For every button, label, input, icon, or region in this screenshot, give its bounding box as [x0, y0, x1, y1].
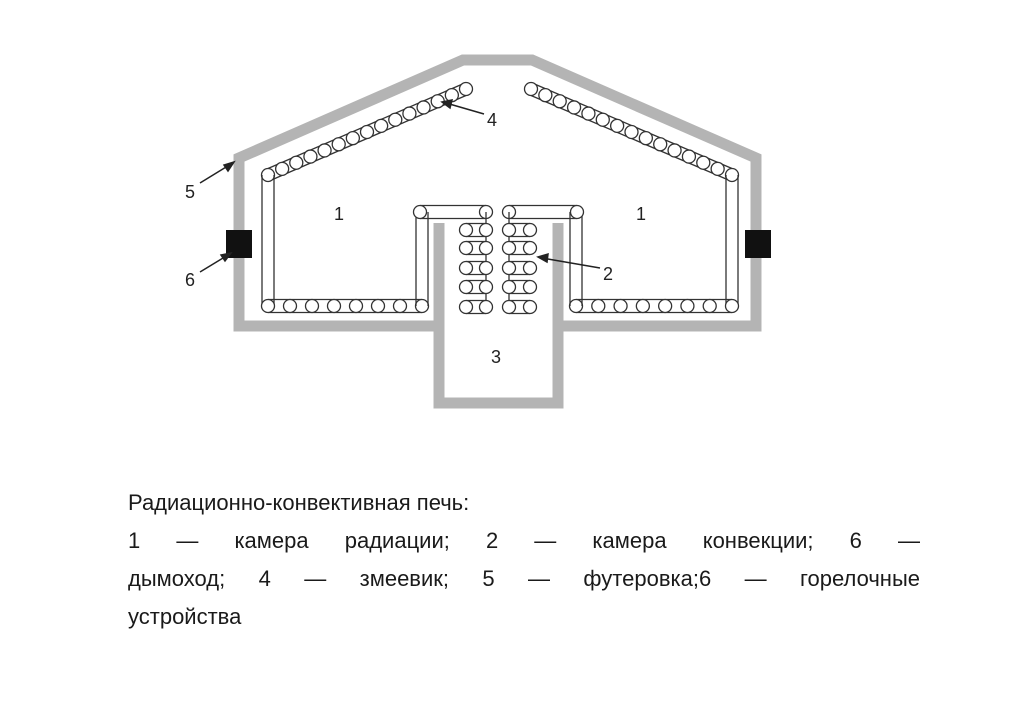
- coil-tube: [458, 222, 474, 238]
- coil-tube: [702, 298, 717, 314]
- coil-tube: [458, 279, 474, 295]
- coil-tube: [478, 299, 494, 315]
- coil-tube: [566, 100, 582, 115]
- coil-tube: [458, 299, 474, 315]
- coil-tube: [501, 240, 517, 256]
- coil-tube: [304, 298, 320, 314]
- coil-tube: [331, 137, 346, 152]
- coil-tube: [282, 298, 298, 314]
- coil-tube: [538, 87, 553, 103]
- coil-tube: [724, 298, 740, 314]
- coil-tube: [522, 240, 538, 256]
- coil-tube: [260, 298, 276, 314]
- coil-tube: [591, 298, 606, 314]
- coil-tube: [274, 161, 290, 177]
- coil-tube: [348, 298, 364, 314]
- coil-tube: [724, 167, 740, 183]
- caption-line: дымоход; 4 — змеевик; 5 — футеровка;6 — …: [128, 566, 920, 591]
- coil-tube: [303, 149, 318, 164]
- coil-tube: [522, 260, 538, 276]
- coil-tube: [501, 299, 517, 315]
- coil-tube: [681, 149, 697, 164]
- coil-tube: [359, 124, 375, 140]
- furnace-diagram: 1 1 2 3 4 5 6: [185, 54, 771, 409]
- label-radiation-right: 1: [636, 204, 646, 224]
- coil-tube: [595, 112, 610, 127]
- coil-tube: [392, 298, 408, 314]
- coil-tube: [624, 124, 639, 140]
- coil-tube: [478, 279, 494, 295]
- coil-tube: [653, 137, 668, 152]
- coil-tube: [522, 222, 538, 238]
- coil-tube: [501, 222, 517, 238]
- coil-tube: [613, 298, 628, 314]
- coil-tube: [412, 204, 428, 220]
- coil-tube: [522, 279, 538, 295]
- coil-tube: [552, 94, 567, 109]
- caption-line: 1 — камера радиации; 2 — камера конвекци…: [128, 528, 920, 553]
- caption-line: устройства: [128, 604, 242, 629]
- coil-tube: [326, 298, 342, 314]
- label-coil: 4: [487, 110, 497, 130]
- coil-tubes: [260, 81, 740, 315]
- coil-tube: [581, 106, 596, 121]
- coil-tube: [501, 260, 517, 276]
- coil-tube: [609, 118, 625, 134]
- coil-tube: [317, 143, 332, 158]
- coil-tube: [522, 299, 538, 315]
- coil-tube: [289, 155, 304, 170]
- coil-tube: [667, 143, 682, 158]
- coil-tube: [478, 222, 494, 238]
- coil-tube: [414, 298, 430, 314]
- coil-tube: [569, 204, 585, 220]
- label-chimney: 3: [491, 347, 501, 367]
- coil-tube: [657, 298, 673, 314]
- coil-tube: [373, 118, 389, 134]
- coil-tube: [523, 81, 539, 97]
- coil-tube: [478, 260, 494, 276]
- coil-tube: [638, 130, 654, 146]
- coil-tube: [402, 106, 417, 121]
- caption-title: Радиационно-конвективная печь:: [128, 490, 470, 515]
- coil-tube: [458, 240, 474, 256]
- label-lining: 5: [185, 182, 195, 202]
- coil-tube: [710, 161, 725, 177]
- coil-tube: [696, 155, 711, 170]
- coil-tube: [501, 279, 517, 295]
- label-convection: 2: [603, 264, 613, 284]
- figure-caption: Радиационно-конвективная печь: 1 — камер…: [128, 484, 920, 636]
- label-arrows: [199, 99, 601, 273]
- coil-tube: [680, 298, 695, 314]
- coil-tube: [260, 167, 276, 183]
- coil-tube: [478, 240, 494, 256]
- coil-tube: [458, 260, 474, 276]
- coil-tube: [635, 298, 651, 314]
- burner-right: [745, 230, 771, 258]
- coil-tube: [345, 130, 361, 146]
- coil-tube: [416, 100, 431, 115]
- label-burner: 6: [185, 270, 195, 290]
- coil-tube: [388, 112, 403, 127]
- coil-tube: [568, 298, 584, 314]
- coil-tube: [370, 298, 386, 314]
- coil-tube: [458, 81, 474, 97]
- furnace-lining-wall: [233, 54, 762, 409]
- label-radiation-left: 1: [334, 204, 344, 224]
